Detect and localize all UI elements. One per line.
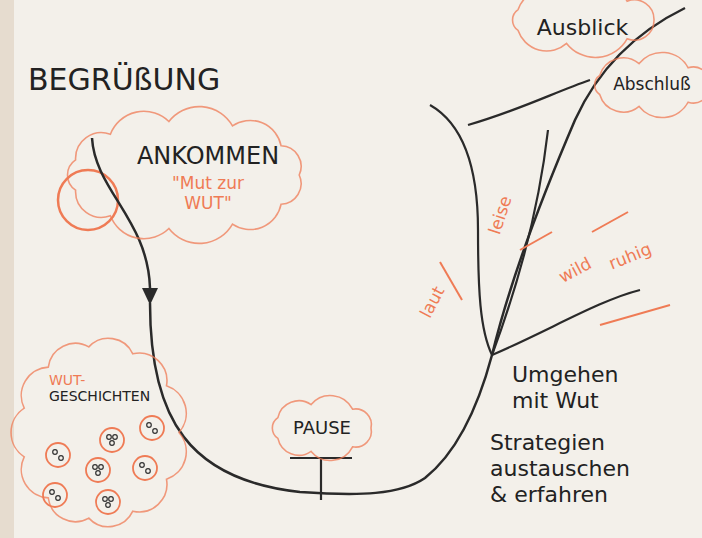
story-dot: [110, 441, 115, 446]
story-circle: [133, 456, 157, 480]
node-title: ANKOMMEN: [137, 143, 279, 171]
story-dot: [96, 471, 101, 476]
story-dot: [107, 435, 112, 440]
story-dot: [146, 469, 151, 474]
cloud-content: ANKOMMEN "Mut zur WUT": [137, 143, 279, 214]
orange-stroke: [520, 232, 552, 250]
cloud-node: ANKOMMEN "Mut zur WUT": [55, 105, 315, 245]
story-circle: [46, 443, 70, 467]
agenda-heading: BEGRÜßUNG: [28, 62, 220, 97]
story-dot: [99, 465, 104, 470]
cloud-shape: [595, 52, 702, 117]
story-dot: [50, 490, 55, 495]
agenda-note: Strategien austauschen & erfahren: [490, 430, 645, 508]
story-dot: [103, 497, 108, 502]
branch-label: leise: [484, 193, 515, 237]
cloud-content: Abschluß: [613, 75, 691, 95]
story-circles: [43, 416, 164, 514]
story-dot: [53, 450, 58, 455]
story-dot: [106, 503, 111, 508]
node-title: PAUSE: [293, 418, 351, 439]
path-line: [150, 8, 685, 494]
leaf-line: [430, 105, 492, 355]
branch-label: ruhig: [606, 238, 654, 273]
cloud-node: PAUSE: [257, 388, 387, 468]
story-circle: [96, 490, 120, 514]
story-dot: [56, 496, 61, 501]
cloud-content: PAUSE: [293, 418, 351, 439]
story-dot: [113, 435, 118, 440]
cloud-content: Ausblick: [537, 15, 628, 40]
cloud-shape: [272, 396, 371, 461]
node-title: Ausblick: [537, 15, 628, 40]
cloud-shape: [11, 338, 186, 526]
story-circle: [43, 483, 67, 507]
story-dot: [93, 465, 98, 470]
pause-stub: [290, 458, 352, 500]
cloud-node: Abschluß: [578, 47, 702, 123]
cloud-node: Ausblick: [495, 0, 670, 60]
agenda-note: Umgehen mit Wut: [512, 362, 637, 414]
story-circle: [140, 416, 164, 440]
story-dot: [59, 456, 64, 461]
story-dot: [147, 423, 152, 428]
cloud-shape: [513, 0, 654, 57]
orange-stroke: [600, 305, 670, 325]
orange-stroke: [592, 212, 628, 232]
node-title: Abschluß: [613, 75, 691, 95]
node-title: WUT-: [49, 372, 150, 388]
branch-label: wild: [555, 253, 595, 287]
cloud-content: WUT-GESCHICHTEN: [49, 372, 150, 404]
branch-line: [492, 290, 640, 355]
story-dot: [109, 497, 114, 502]
story-dot: [140, 463, 145, 468]
cloud-node: WUT-GESCHICHTEN: [5, 330, 195, 535]
story-dot: [153, 429, 158, 434]
branch-label: laut: [415, 283, 448, 321]
node-text: GESCHICHTEN: [49, 388, 150, 404]
story-circle: [86, 458, 110, 482]
branch-line: [492, 130, 548, 355]
cloud-outline: [5, 330, 195, 535]
story-circle: [100, 428, 124, 452]
paper-shadow: [0, 0, 14, 538]
path-arrowhead: [142, 288, 158, 305]
cloud-shape: [67, 107, 301, 244]
node-text: "Mut zur WUT": [161, 174, 256, 213]
leaf-line: [468, 80, 590, 125]
